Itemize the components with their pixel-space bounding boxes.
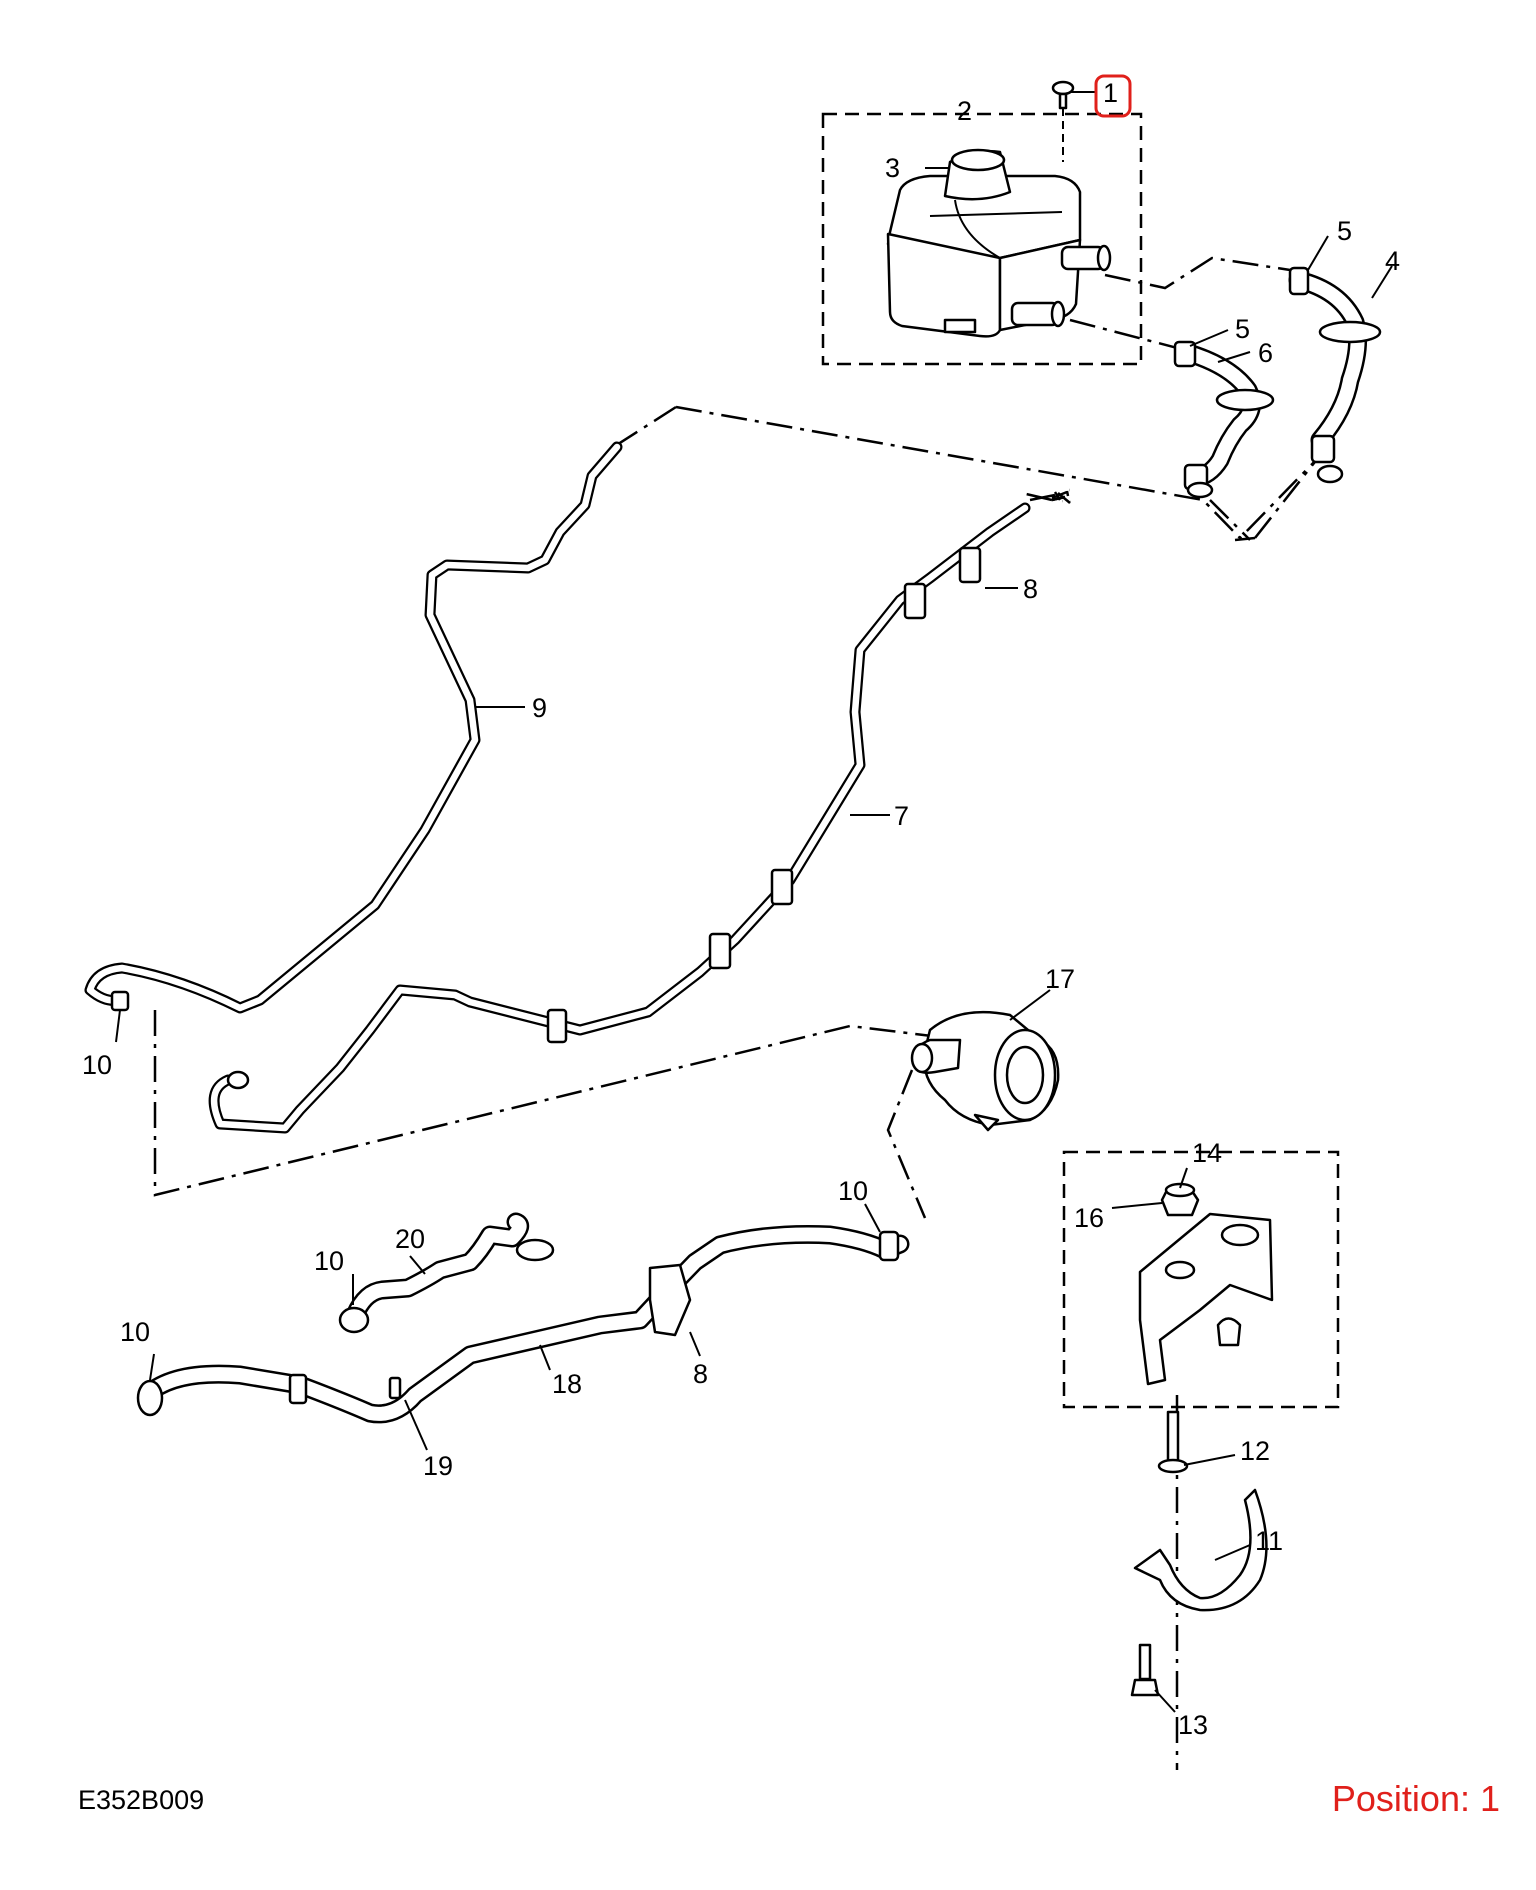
bracket-assembly: [1138, 1182, 1274, 1386]
callout-5b[interactable]: 5: [1235, 314, 1250, 344]
callout-1-highlight: [1094, 74, 1132, 118]
callout-20[interactable]: 20: [395, 1224, 425, 1254]
callout-5a[interactable]: 5: [1337, 216, 1352, 246]
callout-labels: 1 2 3 4 5 5 6 7 8 8 9 10 10 10 10 11 12 …: [82, 78, 1400, 1740]
callout-2[interactable]: 2: [957, 96, 972, 126]
hose-6: [1173, 340, 1275, 499]
callout-13[interactable]: 13: [1178, 1710, 1208, 1740]
callout-17[interactable]: 17: [1045, 964, 1075, 994]
leader-lines: [115, 91, 1393, 1713]
strap-11: [1133, 1488, 1268, 1612]
callout-10d[interactable]: 10: [120, 1317, 150, 1347]
callout-8a[interactable]: 8: [1023, 574, 1038, 604]
callout-11[interactable]: 11: [1255, 1526, 1283, 1556]
auxiliary-pump: [910, 1010, 1060, 1132]
callout-7[interactable]: 7: [894, 801, 909, 831]
hose-18: [136, 1224, 910, 1424]
callout-10b[interactable]: 10: [838, 1176, 868, 1206]
callout-19[interactable]: 19: [423, 1451, 453, 1481]
callout-6[interactable]: 6: [1258, 338, 1273, 368]
pipe-9: [84, 441, 623, 1014]
bolt-12: [1157, 1410, 1189, 1474]
callout-12[interactable]: 12: [1240, 1436, 1270, 1466]
connection-lines: [153, 250, 1319, 1770]
callout-10a[interactable]: 10: [82, 1050, 112, 1080]
callout-14[interactable]: 14: [1192, 1138, 1222, 1168]
reservoir-group-box: [821, 112, 1143, 366]
expansion-tank: [886, 148, 1112, 338]
callout-10c[interactable]: 10: [314, 1246, 344, 1276]
position-indicator: Position: 1: [1331, 1778, 1500, 1819]
hose-4: [1288, 266, 1382, 484]
hose-20: [338, 1212, 555, 1334]
diagram-code: E352B009: [78, 1785, 205, 1815]
callout-16[interactable]: 16: [1074, 1203, 1104, 1233]
callout-4[interactable]: 4: [1385, 246, 1400, 276]
screw-1: [1051, 80, 1075, 162]
callout-8b[interactable]: 8: [693, 1359, 708, 1389]
callout-1[interactable]: 1: [1103, 78, 1118, 108]
bolt-13: [1130, 1643, 1160, 1697]
callout-3[interactable]: 3: [885, 153, 900, 183]
bracket-group-box: [1062, 1150, 1340, 1409]
callout-9[interactable]: 9: [532, 693, 547, 723]
pipe-7: [208, 502, 1031, 1134]
callout-18[interactable]: 18: [552, 1369, 582, 1399]
